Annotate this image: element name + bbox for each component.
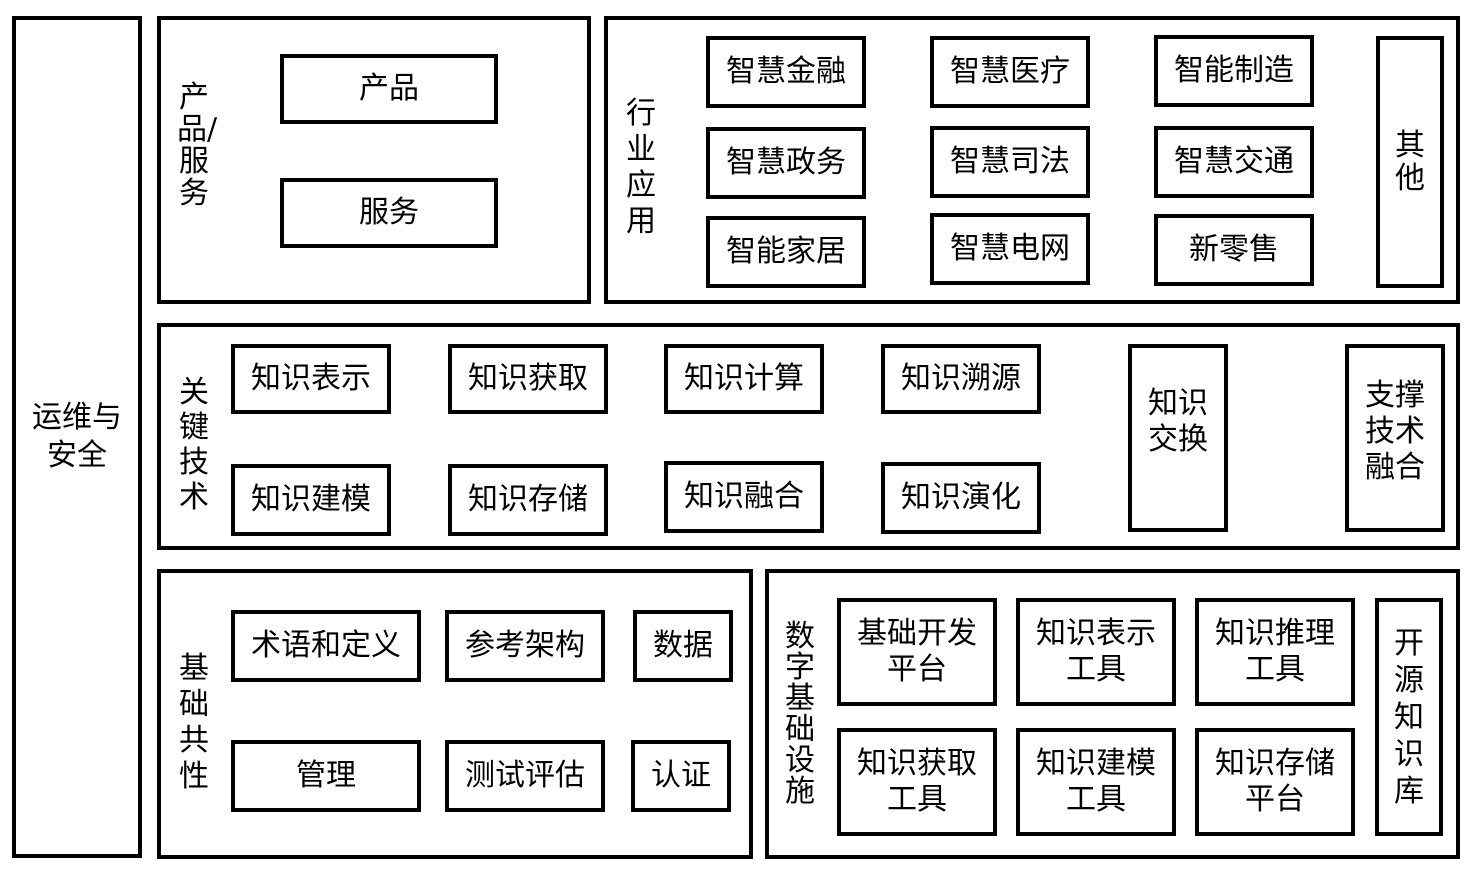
common-label: 测试评估	[465, 758, 585, 793]
key-technologies-panel: 关键技术 知识表示 知识获取 知识计算 知识溯源 知识建模 知识存储 知识融合 …	[157, 323, 1460, 550]
infra-label: 知识推理 工具	[1215, 616, 1335, 687]
common-management: 管理	[231, 740, 421, 812]
tech-label: 知识演化	[901, 480, 1021, 515]
infra-basic-dev-platform: 基础开发 平台	[837, 598, 997, 706]
infra-knowledge-reasoning-tool: 知识推理 工具	[1195, 598, 1355, 706]
tech-knowledge-tracing: 知识溯源	[881, 344, 1041, 414]
tech-knowledge-representation: 知识表示	[231, 344, 391, 414]
infra-label: 基础开发 平台	[857, 616, 977, 687]
app-smart-finance: 智慧金融	[706, 36, 866, 108]
infra-knowledge-representation-tool: 知识表示 工具	[1016, 598, 1176, 706]
infra-knowledge-acquisition-tool: 知识获取 工具	[837, 728, 997, 836]
ops-security-label: 运维与安全	[32, 400, 122, 473]
app-label: 智慧电网	[950, 231, 1070, 266]
app-label: 智慧交通	[1174, 144, 1294, 179]
tech-label: 知识存储	[468, 482, 588, 517]
industry-applications-label: 行业应用	[626, 96, 656, 239]
tech-label: 知识计算	[684, 361, 804, 396]
common-label: 数据	[653, 628, 713, 663]
app-label: 智能制造	[1174, 53, 1294, 88]
infra-knowledge-storage-platform: 知识存储 平台	[1195, 728, 1355, 836]
tech-knowledge-modeling: 知识建模	[231, 464, 391, 536]
service-label: 服务	[359, 195, 419, 230]
infra-label: 知识建模 工具	[1036, 746, 1156, 817]
products-services-panel: 产品/服务 产品 服务	[157, 16, 591, 304]
app-new-retail: 新零售	[1154, 214, 1314, 286]
tech-knowledge-acquisition: 知识获取	[448, 344, 608, 414]
app-smart-transportation: 智慧交通	[1154, 126, 1314, 198]
common-reference-architecture: 参考架构	[445, 610, 605, 682]
common-certification: 认证	[631, 740, 731, 812]
app-label: 新零售	[1189, 232, 1279, 267]
app-smart-judiciary: 智慧司法	[930, 126, 1090, 198]
common-label: 管理	[296, 758, 356, 793]
app-smart-home: 智能家居	[706, 216, 866, 288]
tech-knowledge-exchange-label: 知识交换	[1148, 386, 1208, 457]
key-technologies-label: 关键技术	[179, 375, 209, 515]
industry-applications-panel: 行业应用 智慧金融 智慧医疗 智能制造 智慧政务 智慧司法 智慧交通 智能家居 …	[604, 16, 1460, 304]
product-box: 产品	[280, 54, 498, 124]
app-label: 智慧金融	[726, 54, 846, 89]
app-label: 智能家居	[726, 234, 846, 269]
infra-label: 知识获取 工具	[857, 746, 977, 817]
tech-support-fusion: 支撑技术融合	[1345, 344, 1445, 532]
digital-infrastructure-panel: 数字基础设施 基础开发 平台 知识表示 工具 知识推理 工具 知识获取 工具 知…	[765, 569, 1460, 859]
app-smart-healthcare: 智慧医疗	[930, 36, 1090, 108]
tech-label: 知识获取	[468, 361, 588, 396]
foundational-commons-label: 基础共性	[179, 651, 209, 794]
common-data: 数据	[633, 610, 733, 682]
tech-label: 知识融合	[684, 479, 804, 514]
common-label: 参考架构	[465, 628, 585, 663]
tech-knowledge-exchange: 知识交换	[1128, 344, 1228, 532]
foundational-commons-panel: 基础共性 术语和定义 参考架构 数据 管理 测试评估 认证	[157, 569, 753, 859]
tech-knowledge-evolution: 知识演化	[881, 462, 1041, 534]
app-smart-grid: 智慧电网	[930, 213, 1090, 285]
infra-open-knowledge-base-label: 开源知识库	[1394, 625, 1424, 809]
tech-support-fusion-label: 支撑技术融合	[1365, 378, 1425, 485]
tech-knowledge-storage: 知识存储	[448, 464, 608, 536]
app-smart-government: 智慧政务	[706, 127, 866, 199]
tech-knowledge-computing: 知识计算	[664, 344, 824, 414]
infra-knowledge-modeling-tool: 知识建模 工具	[1016, 728, 1176, 836]
common-label: 术语和定义	[251, 628, 401, 663]
tech-label: 知识表示	[251, 361, 371, 396]
infra-label: 知识表示 工具	[1036, 616, 1156, 687]
app-smart-manufacturing: 智能制造	[1154, 35, 1314, 107]
app-label: 智慧医疗	[950, 54, 1070, 89]
common-terms-definitions: 术语和定义	[231, 610, 421, 682]
app-label: 智慧司法	[950, 144, 1070, 179]
service-box: 服务	[280, 178, 498, 248]
products-services-label: 产品/服务	[177, 80, 218, 211]
infra-label: 知识存储 平台	[1215, 746, 1335, 817]
common-label: 认证	[651, 758, 711, 793]
tech-label: 知识溯源	[901, 361, 1021, 396]
tech-label: 知识建模	[251, 482, 371, 517]
infra-open-knowledge-base: 开源知识库	[1375, 598, 1443, 836]
app-other: 其他	[1376, 36, 1444, 288]
common-testing-evaluation: 测试评估	[445, 740, 605, 812]
digital-infrastructure-label: 数字基础设施	[785, 619, 815, 809]
product-label: 产品	[359, 71, 419, 106]
app-label: 智慧政务	[726, 145, 846, 180]
ops-security-panel: 运维与安全	[12, 16, 142, 858]
tech-knowledge-fusion: 知识融合	[664, 461, 824, 533]
app-other-label: 其他	[1395, 128, 1425, 196]
